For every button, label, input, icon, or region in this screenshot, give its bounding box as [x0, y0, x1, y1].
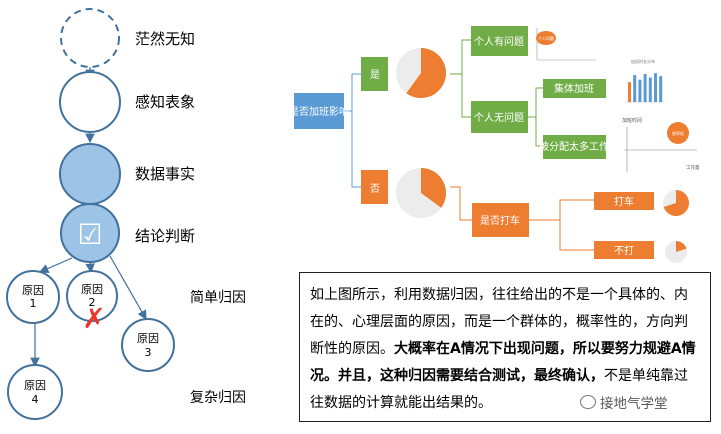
- pie-yes-slice: [406, 48, 446, 99]
- pie-taxi-slice: [663, 190, 690, 216]
- no-box: [361, 170, 388, 204]
- explanation-text-box: 如上图所示，利用数据归因，往往给出的不是一个具体的、内在的、心理层面的原因，而是…: [299, 272, 711, 422]
- cause-4-line2: 4: [32, 393, 39, 406]
- mini-scatter-bubble: 效率低: [672, 130, 684, 136]
- cross-mark-icon: ✗: [82, 302, 105, 335]
- cause-2-line1: 原因: [81, 283, 103, 296]
- stage-label-conclusion: 结论判断: [135, 227, 195, 245]
- cause-circle-2: [66, 270, 118, 322]
- wechat-icon: [580, 395, 596, 409]
- pie-yes: [396, 48, 446, 99]
- no-personal-problem-box: [471, 101, 528, 133]
- explanation-part2: 不是单纯靠过往数据的计算就能出结果的。: [310, 368, 688, 411]
- mini-bubble-label: 个人问题: [538, 35, 554, 41]
- mini-bar-title: 加班时长分布: [631, 58, 655, 64]
- stage-label-perception: 感知表象: [135, 93, 195, 111]
- taxi-box: [594, 192, 654, 210]
- mini-bar: [628, 82, 631, 102]
- cause-3-line2: 3: [145, 346, 152, 359]
- cause-3-line1: 原因: [137, 332, 159, 345]
- label-simple-attribution: 简单归因: [190, 289, 246, 306]
- mini-bar: [654, 73, 657, 102]
- cause-1-line2: 1: [30, 297, 37, 310]
- stage-circle-unknown: [60, 8, 120, 68]
- cause-4-line1: 原因: [24, 379, 46, 392]
- explanation-part1: 如上图所示，利用数据归因，往往给出的不是一个具体的、内在的、心理层面的原因，而是…: [310, 287, 688, 357]
- cause-1-line1: 原因: [22, 284, 44, 297]
- cause-2-line2: 2: [89, 296, 96, 309]
- stage-label-unknown: 茫然无知: [135, 30, 195, 48]
- label-complex-attribution: 复杂归因: [190, 389, 246, 406]
- team-overtime-label: 集体加班: [554, 82, 594, 95]
- watermark-text: 接地气学堂: [600, 396, 668, 412]
- root-box: [294, 93, 344, 129]
- mini-bar: [638, 79, 642, 102]
- mini-scatter-ylabel: 加班时间: [622, 117, 642, 124]
- mini-bar: [659, 76, 663, 102]
- stage-circle-perception: [59, 71, 121, 133]
- mini-bubble-chart: 个人问题: [536, 28, 596, 61]
- no-taxi-box: [594, 241, 654, 259]
- pie-no-taxi-slice: [676, 241, 687, 252]
- mini-bar: [633, 75, 637, 102]
- mini-scatter-chart: 加班时间 效率低 工作量: [622, 117, 700, 172]
- mini-bar-chart: 加班时长分布: [625, 58, 665, 103]
- no-taxi-label: 不打: [614, 244, 634, 257]
- yes-box: [361, 57, 388, 91]
- mini-bar: [648, 77, 652, 102]
- too-much-work-box: [543, 135, 606, 159]
- stage-label-facts: 数据事实: [135, 165, 195, 183]
- pie-no-slice: [421, 168, 447, 208]
- cause-circle-3: [121, 318, 175, 372]
- taxi-question-box: [472, 203, 529, 237]
- stage-circle-facts: [59, 143, 121, 205]
- check-icon: ☑: [77, 218, 102, 251]
- team-overtime-box: [543, 79, 606, 98]
- stage-circle-conclusion: [60, 203, 120, 263]
- personal-problem-box: [471, 26, 528, 56]
- pie-no-taxi: [665, 241, 687, 263]
- no-personal-problem-label: 个人无问题: [474, 111, 524, 124]
- cause-circle-4: [7, 364, 63, 420]
- pie-taxi: [663, 190, 690, 216]
- taxi-label: 打车: [614, 195, 634, 208]
- pie-no: [396, 168, 447, 218]
- root-box-label: 是否加班影响: [289, 105, 349, 118]
- mini-bar: [643, 73, 647, 102]
- watermark: 接地气学堂: [578, 392, 670, 412]
- yes-box-label: 是: [370, 69, 380, 81]
- mini-scatter-xlabel: 工作量: [686, 164, 700, 171]
- no-box-label: 否: [370, 183, 380, 195]
- explanation-bold: 大概率在A情况下出现问题，所以要努力规避A情况。并且，这种归因需要结合测试，最终…: [310, 341, 696, 384]
- too-much-work-label: 被分配太多工作: [539, 140, 609, 153]
- cause-circle-1: [6, 270, 60, 324]
- taxi-question-label: 是否打车: [480, 214, 520, 227]
- personal-problem-label: 个人有问题: [474, 35, 524, 48]
